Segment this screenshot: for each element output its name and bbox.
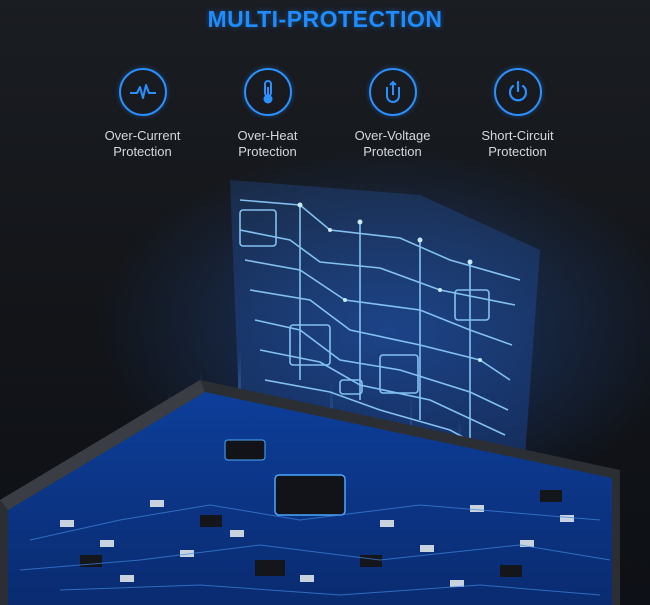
page-title: MULTI-PROTECTION: [207, 6, 443, 32]
protection-features: Over-Current Protection Over-Heat Protec…: [80, 68, 580, 168]
feature-over-heat: Over-Heat Protection: [205, 68, 330, 168]
power-icon: [493, 68, 542, 116]
feature-over-current: Over-Current Protection: [80, 68, 205, 168]
feature-over-voltage: Over-Voltage Protection: [330, 68, 455, 168]
feature-label: Over-Voltage Protection: [354, 128, 431, 159]
feature-short-circuit: Short-Circuit Protection: [455, 68, 580, 168]
pcb-components: [19, 439, 611, 596]
feature-label: Over-Current Protection: [104, 128, 181, 159]
pulse-icon: [118, 68, 167, 116]
feature-label: Over-Heat Protection: [237, 128, 298, 159]
feature-label: Short-Circuit Protection: [481, 128, 554, 159]
voltage-plug-icon: [368, 68, 417, 116]
thermometer-icon: [243, 68, 292, 116]
